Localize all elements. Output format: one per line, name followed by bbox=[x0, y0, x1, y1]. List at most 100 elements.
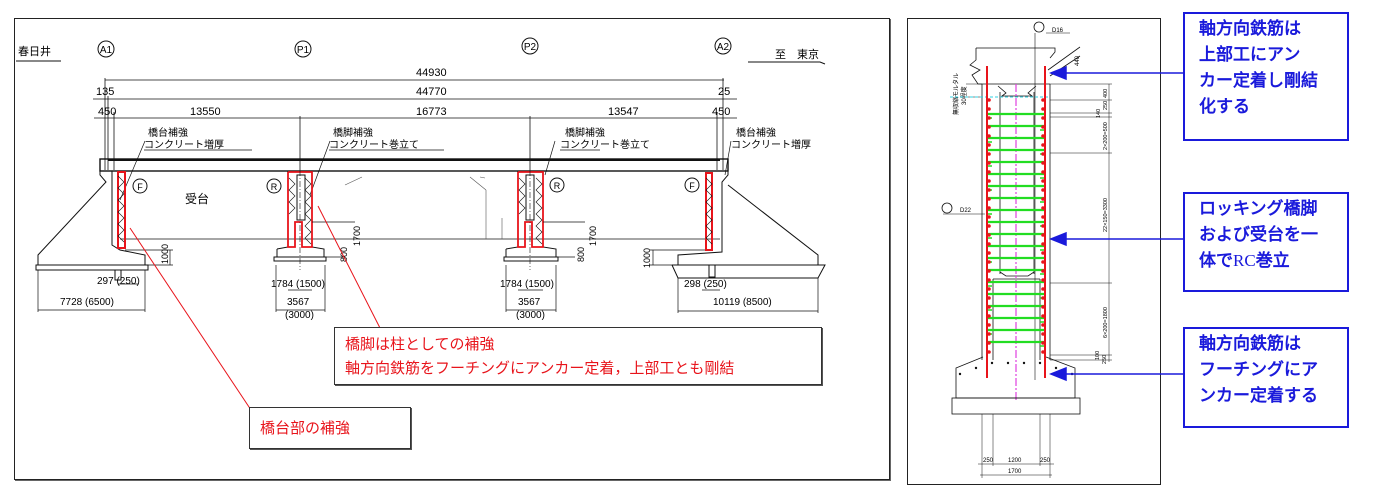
dim-top-440: 440 bbox=[1075, 55, 1081, 66]
dim-bottom-1200: 1200 bbox=[1008, 458, 1022, 464]
dim-right-400: 400 bbox=[1103, 89, 1109, 98]
svg-text:F: F bbox=[137, 182, 143, 192]
dimension-lines bbox=[93, 78, 737, 170]
bar-section-dot bbox=[987, 323, 991, 327]
bar-section-dot bbox=[987, 161, 991, 165]
bar-section-dot bbox=[1041, 134, 1045, 138]
dim-span-2: 16773 bbox=[416, 106, 447, 118]
dim-overall-total: 44930 bbox=[416, 67, 447, 79]
bar-section-dot bbox=[1041, 242, 1045, 246]
bar-section-dot bbox=[987, 314, 991, 318]
bar-section-dot bbox=[1041, 206, 1045, 210]
location-right-underline bbox=[748, 61, 826, 65]
dim-end-left: 450 bbox=[98, 106, 116, 118]
mortar-thickness: 30程度 bbox=[960, 86, 968, 105]
callout-pier-line-1: 橋脚は柱としての補強 bbox=[345, 335, 495, 353]
svg-text:P1: P1 bbox=[297, 45, 310, 56]
longitudinal-reinforcement bbox=[986, 66, 1046, 378]
bar-section-dot bbox=[987, 188, 991, 192]
label-pier-reinforce-p1: 橋脚補強 bbox=[333, 126, 373, 139]
dim-p2-column-lower: 1700 bbox=[588, 226, 598, 246]
annotation-footing-anchor: 軸方向鉄筋は フーチングにア ンカー定着する bbox=[1183, 327, 1349, 428]
section-right-dimensions bbox=[1050, 83, 1112, 362]
callout-abutment-text: 橋台部の補強 bbox=[260, 419, 351, 437]
bar-section-dot bbox=[987, 350, 991, 354]
bar-section-dot bbox=[1041, 98, 1045, 102]
annotation-3-line-3: ンカー定着する bbox=[1199, 386, 1318, 406]
pier-p2-reinforcement bbox=[517, 170, 544, 270]
annotation-1-line-4: 化する bbox=[1199, 97, 1250, 117]
bar-section-dot bbox=[987, 233, 991, 237]
fixed-bearing-marker-a1: F bbox=[132, 178, 148, 194]
bar-section-dot bbox=[987, 170, 991, 174]
bar-section-dot bbox=[1041, 332, 1045, 336]
abutment-name-label: 受台 bbox=[185, 191, 209, 206]
annotation-2-line-3: 体でRC巻立 bbox=[1199, 251, 1290, 271]
bar-section-dot bbox=[1041, 314, 1045, 318]
annotation-connectors bbox=[1048, 65, 1183, 382]
label-abutment-reinforce-left: 橋台補強 bbox=[148, 126, 188, 139]
dim-end-left-top: 135 bbox=[96, 86, 114, 98]
bar-section-dot bbox=[1041, 188, 1045, 192]
dim-right-250b: 250 bbox=[1102, 355, 1108, 364]
label-pier-reinforce-p2: 橋脚補強 bbox=[565, 126, 605, 139]
dim-bottom-250-right: 250 bbox=[1040, 458, 1051, 464]
bar-section-dot bbox=[1041, 107, 1045, 111]
leader-line-pier bbox=[317, 205, 381, 329]
bar-section-dot bbox=[1041, 161, 1045, 165]
bar-section-dot bbox=[987, 134, 991, 138]
section-bottom-dimensions bbox=[978, 414, 1054, 478]
bar-section-dot bbox=[987, 260, 991, 264]
dim-right-100: 100 bbox=[1095, 351, 1101, 360]
dim-span-1: 13550 bbox=[190, 106, 221, 118]
bar-section-dot bbox=[987, 296, 991, 300]
label-abutment-reinforce-right-sub: コンクリート増厚 bbox=[731, 138, 811, 151]
dim-p1-footing-height: 800 bbox=[339, 247, 349, 262]
abutment-a1-reinforcement bbox=[117, 171, 126, 249]
label-abutment-reinforce-left-sub: コンクリート増厚 bbox=[144, 138, 224, 151]
dim-right-140: 140 bbox=[1096, 109, 1102, 118]
bar-section-dot bbox=[987, 341, 991, 345]
bar-section-dot bbox=[1041, 260, 1045, 264]
pier-p1-dimensions bbox=[275, 221, 355, 312]
bar-section-dot bbox=[1041, 305, 1045, 309]
bar-section-dot bbox=[987, 179, 991, 183]
annotation-2-line-2: および受台を一 bbox=[1199, 225, 1318, 245]
dim-a1-height: 1000 bbox=[160, 244, 170, 264]
dim-end-right: 450 bbox=[712, 106, 730, 118]
dim-a2-footing: 10119 (8500) bbox=[713, 297, 772, 308]
bridge-elevation-panel bbox=[14, 18, 890, 480]
support-marker-p2: P2 bbox=[521, 37, 539, 55]
section-footing bbox=[951, 356, 1081, 415]
dim-p2-footing: 3567 bbox=[518, 297, 541, 308]
bar-section-dot bbox=[987, 152, 991, 156]
annotation-1-line-1: 軸方向鉄筋は bbox=[1199, 19, 1301, 39]
bar-section-dot bbox=[1041, 224, 1045, 228]
bar-section-dot bbox=[1041, 287, 1045, 291]
bar-section-dot bbox=[987, 107, 991, 111]
dim-p2-footing-height: 800 bbox=[576, 247, 586, 262]
callout-abutment-reinforcement: 橋台部の補強 bbox=[249, 407, 411, 449]
support-marker-p1: P1 bbox=[294, 40, 312, 58]
rocking-bearing-marker-p1: R bbox=[266, 178, 282, 194]
pier-p2-dimensions bbox=[505, 221, 585, 312]
svg-text:P2: P2 bbox=[524, 42, 537, 53]
label-pier-reinforce-p2-sub: コンクリート巻立て bbox=[560, 138, 650, 151]
background-lines bbox=[344, 176, 503, 239]
dim-a2-offset: 298 (250) bbox=[684, 279, 727, 290]
mortar-label: 無収縮モルタル bbox=[952, 73, 960, 115]
annotation-rc-jacketing: ロッキング橋脚 および受台を一 体でRC巻立 bbox=[1183, 192, 1349, 292]
dim-p1-half: 1784 (1500) bbox=[271, 279, 325, 290]
label-abutment-reinforce-right: 橋台補強 bbox=[736, 126, 776, 139]
annotation-3-line-1: 軸方向鉄筋は bbox=[1199, 334, 1301, 354]
svg-text:R: R bbox=[554, 181, 561, 191]
dim-overall-inner: 44770 bbox=[416, 86, 447, 98]
bar-section-dot bbox=[1041, 179, 1045, 183]
bar-section-dot bbox=[1041, 170, 1045, 174]
bar-section-dot bbox=[1041, 350, 1045, 354]
bar-section-dot bbox=[987, 125, 991, 129]
annotation-1-line-3: カー定着し剛結 bbox=[1199, 71, 1318, 91]
dim-bottom-250-left: 250 bbox=[983, 458, 994, 464]
bar-section-dot bbox=[987, 278, 991, 282]
